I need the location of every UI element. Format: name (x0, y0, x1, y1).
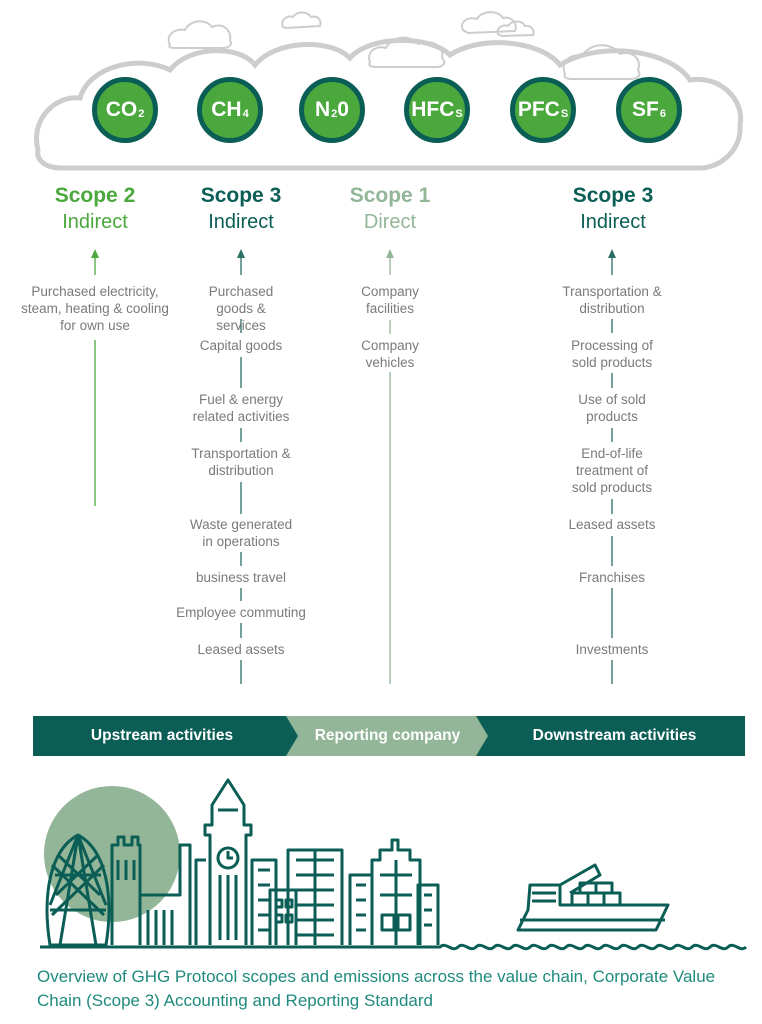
scope-1-arrow (386, 249, 394, 684)
list-item: Leased assets (197, 642, 285, 657)
scope-subtitle: Indirect (62, 211, 128, 233)
list-item: business travel (195, 570, 287, 585)
scope-subtitle: Indirect (208, 211, 274, 233)
scope-3-upstream-arrow (237, 249, 245, 684)
scope-subtitle: Indirect (580, 211, 646, 233)
gas-label: PFC (517, 98, 560, 121)
scope-title: Scope 3 (572, 184, 654, 207)
gas-subscript: 2 (138, 108, 145, 120)
gas-label: CO (105, 98, 138, 121)
small-cloud-6 (562, 44, 641, 80)
building-right-2 (370, 838, 422, 945)
list-item: Transportation & distribution (562, 284, 662, 316)
list-item: Capital goods (199, 338, 283, 353)
gas-subscript: 2 (331, 108, 338, 120)
connector-lines (91, 249, 616, 684)
scope-subtitle: Direct (363, 211, 417, 233)
small-cloud-3 (368, 36, 446, 68)
small-cloud-4 (461, 11, 517, 35)
gas-label: HFC (411, 98, 455, 121)
list-item: Leased assets (568, 517, 656, 532)
list-item: Company facilities (361, 284, 419, 316)
gas-label: SF (632, 98, 659, 121)
scope-title: Scope 3 (200, 184, 282, 207)
gas-subscript: S (455, 108, 463, 120)
list-item: Employee commuting (176, 605, 306, 620)
gas-subscript: 4 (242, 108, 249, 120)
list-item: Processing of sold products (571, 338, 653, 370)
list-item: Purchased goods & services (208, 284, 274, 333)
scope-2-arrow (91, 249, 99, 506)
figure-caption: Overview of GHG Protocol scopes and emis… (37, 967, 716, 1010)
list-item: Purchased electricity, steam, heating & … (21, 284, 169, 333)
tower-left (110, 835, 142, 945)
scope-title: Scope 1 (349, 184, 431, 207)
ground-waves (40, 943, 748, 951)
list-item: Transportation & distribution (191, 446, 291, 478)
main-cloud (34, 37, 744, 171)
reporting-company-label: Reporting company (314, 727, 461, 744)
cargo-ship (516, 883, 670, 932)
upstream-activities-label: Upstream activities (90, 727, 234, 744)
cloud-banner (34, 11, 744, 171)
list-item: Waste generated in operations (189, 517, 293, 549)
list-item: Franchises (578, 570, 646, 585)
scope-2-heading: Scope 2 Indirect (20, 183, 170, 235)
gas-label: CH (211, 98, 242, 121)
city-skyline-illustration (40, 778, 748, 951)
band-shapes (33, 716, 745, 756)
list-item: Fuel & energy related activities (192, 392, 290, 424)
gas-subscript: S (560, 108, 569, 120)
scope-3-downstream-heading: Scope 3 Indirect (538, 183, 688, 235)
list-item: Company vehicles (361, 338, 419, 370)
list-item: End-of-life treatment of sold products (571, 446, 653, 495)
scope-title: Scope 2 (54, 184, 136, 207)
building-mid-2 (268, 888, 298, 945)
gas-label: N (315, 98, 331, 121)
list-item: Investments (575, 642, 649, 657)
scope-3-upstream-heading: Scope 3 Indirect (166, 183, 316, 235)
small-cloud-1 (167, 20, 232, 49)
gas-subscript: 6 (659, 108, 666, 120)
gas-label-tail: 0 (337, 98, 349, 121)
building-mid-1 (250, 858, 278, 945)
small-cloud-5 (496, 20, 535, 38)
building-right-3 (416, 883, 440, 945)
value-chain-band: Upstream activities Reporting company Do… (33, 716, 745, 756)
scope-1-heading: Scope 1 Direct (315, 183, 465, 235)
big-ben-tower (203, 778, 253, 945)
list-item: Use of sold products (578, 392, 646, 424)
scope-3-downstream-arrow (608, 249, 616, 684)
downstream-activities-label: Downstream activities (532, 727, 697, 744)
small-cloud-2 (281, 11, 322, 30)
